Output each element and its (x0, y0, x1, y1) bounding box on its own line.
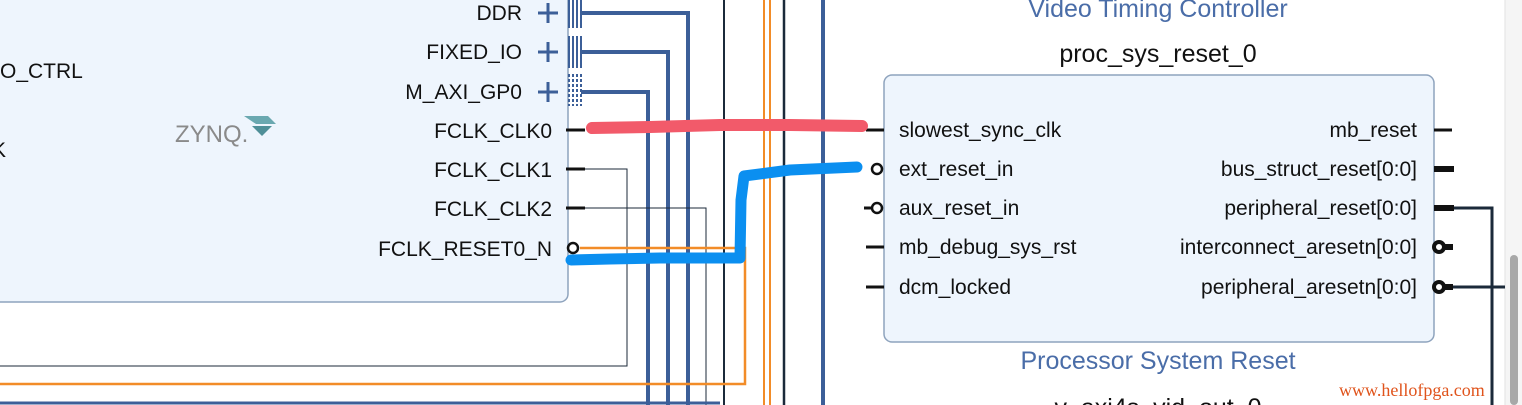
port-fclk-clk2-label: FCLK_CLK2 (434, 198, 552, 221)
m-axi-gp0-bus-stub[interactable] (568, 74, 582, 106)
fclk-reset0-n-pin[interactable] (566, 241, 580, 255)
peripheral-reset-pin[interactable] (1434, 205, 1454, 211)
ddr-expand-icon[interactable] (538, 3, 558, 23)
zynq-logo-mark (244, 116, 276, 124)
aux-reset-in-label: aux_reset_in (899, 197, 1019, 220)
port-fclk-reset0-n-label: FCLK_RESET0_N (378, 238, 552, 261)
slowest-sync-clk-label: slowest_sync_clk (899, 119, 1062, 142)
ddr-bus-net[interactable] (581, 11, 690, 405)
mb-debug-sys-rst-label: mb_debug_sys_rst (899, 236, 1077, 259)
port-m-axi-gp0-label: M_AXI_GP0 (405, 81, 522, 104)
reset-instance-name: proc_sys_reset_0 (1059, 40, 1256, 68)
m-axi-gp0-bus-net[interactable] (581, 90, 650, 405)
fixed-io-expand-icon[interactable] (538, 42, 558, 62)
fclk-clk1-net[interactable] (0, 168, 628, 367)
bus-struct-reset-label: bus_struct_reset[0:0] (1221, 158, 1417, 181)
m-axi-gp0-expand-icon[interactable] (538, 82, 558, 102)
zynq-block[interactable] (0, 0, 569, 303)
port-fclk-clk0-label: FCLK_CLK0 (434, 120, 552, 143)
zynq-left-port-label-2: K (0, 139, 6, 162)
scrollbar-thumb[interactable] (1510, 255, 1518, 405)
aux-reset-in-pin[interactable] (870, 201, 884, 215)
port-fixed-io-label: FIXED_IO (426, 41, 522, 64)
zynq-logo-text: ZYNQ. (175, 121, 248, 148)
zynq-logo-mark-2 (252, 126, 272, 136)
vtc-title: Video Timing Controller (1028, 0, 1287, 23)
fixed-io-bus-net[interactable] (581, 50, 670, 405)
fixed-io-bus-stub[interactable] (568, 36, 582, 68)
dcm-locked-label: dcm_locked (899, 276, 1011, 299)
bus-struct-reset-pin[interactable] (1434, 166, 1454, 172)
vid-out-instance-name: v_axi4s_vid_out_0 (1054, 394, 1261, 405)
reset-block-title: Processor System Reset (1020, 347, 1295, 375)
peripheral-reset-net[interactable] (1454, 206, 1494, 405)
fclk-reset0-n-net[interactable] (0, 246, 747, 386)
interconnect-aresetn-label: interconnect_aresetn[0:0] (1180, 236, 1417, 259)
peripheral-aresetn-pin[interactable] (1432, 280, 1453, 294)
port-ddr-label: DDR (477, 2, 523, 25)
highlight-clock-connection (586, 119, 868, 134)
fclk-clk2-net[interactable] (585, 207, 707, 405)
watermark: www.hellofpga.com (1339, 380, 1485, 400)
peripheral-aresetn-label: peripheral_aresetn[0:0] (1201, 276, 1417, 299)
peripheral-reset-label: peripheral_reset[0:0] (1224, 197, 1417, 220)
port-fclk-clk1-label: FCLK_CLK1 (434, 159, 552, 182)
ext-reset-in-pin[interactable] (870, 162, 884, 176)
ext-reset-in-label: ext_reset_in (899, 158, 1013, 181)
zynq-left-port-label: O_CTRL (0, 60, 83, 83)
highlight-reset-connection (565, 161, 863, 266)
interconnect-aresetn-pin[interactable] (1432, 240, 1453, 254)
zynq-logo: ZYNQ. (175, 116, 276, 148)
mb-reset-label: mb_reset (1329, 119, 1417, 142)
